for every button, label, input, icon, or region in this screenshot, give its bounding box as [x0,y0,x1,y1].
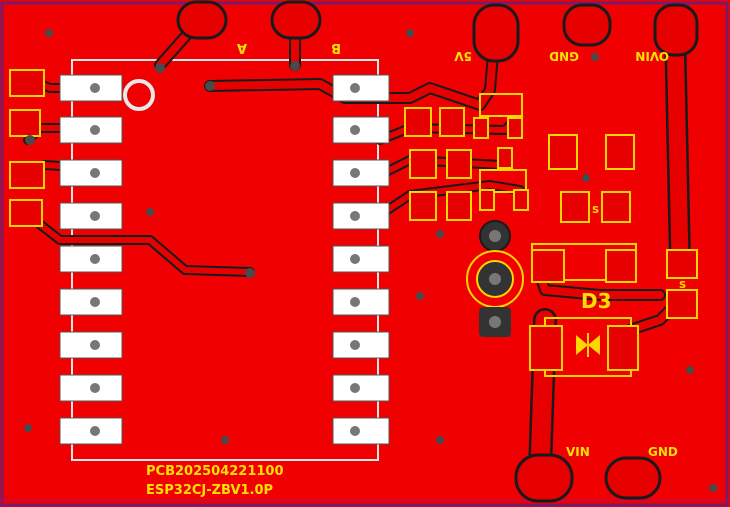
module-pad-r2 [332,116,390,144]
module-pad-r8 [332,374,390,402]
label-ovin: OVIN [635,49,669,63]
smd-left-1 [9,69,45,97]
vias [24,29,717,492]
module-pad-r3 [332,159,390,187]
smd-left-4 [9,199,43,227]
label-diode-ref: D3 [581,289,612,313]
pin1-marker [123,79,155,111]
label-pad-a: A [237,40,247,55]
label-vin: VIN [566,445,590,459]
label-small-s1: S [592,205,599,216]
pad-a-edge [176,0,228,40]
module-pad-r1 [332,74,390,102]
module-pads-right [332,74,390,445]
module-pad-r5 [332,245,390,273]
module-pad-r7 [332,331,390,359]
pad-b-edge [270,0,322,40]
smd-left-2 [9,109,41,137]
pad-gnd-top-edge [562,3,612,47]
module-pad-l5 [59,245,123,273]
module-pad-holes [90,83,360,436]
module-pad-r9 [332,417,390,445]
label-pad-b: B [331,40,341,55]
label-small-s2: S [679,280,686,291]
pad-5v-edge [472,3,520,63]
label-gnd-bottom: GND [648,445,678,459]
right-smd-pads [404,93,698,377]
module-pads-left [59,74,123,445]
label-gnd-top: GND [549,49,579,63]
header-pins [466,220,524,337]
label-5v: 5V [454,49,472,63]
label-board-id: PCB202504221100 [146,464,284,479]
diode-symbol [576,333,600,357]
pad-gnd-bottom-edge [604,456,662,500]
pad-ovin-edge [653,3,699,57]
label-board-name: ESP32CJ-ZBV1.0P [146,483,273,498]
pad-vin-edge [514,453,574,503]
module-pad-r6 [332,288,390,316]
left-smd-pads [9,69,45,227]
smd-left-3 [9,161,45,189]
edge-pads [176,0,699,503]
module-pad-r4 [332,202,390,230]
